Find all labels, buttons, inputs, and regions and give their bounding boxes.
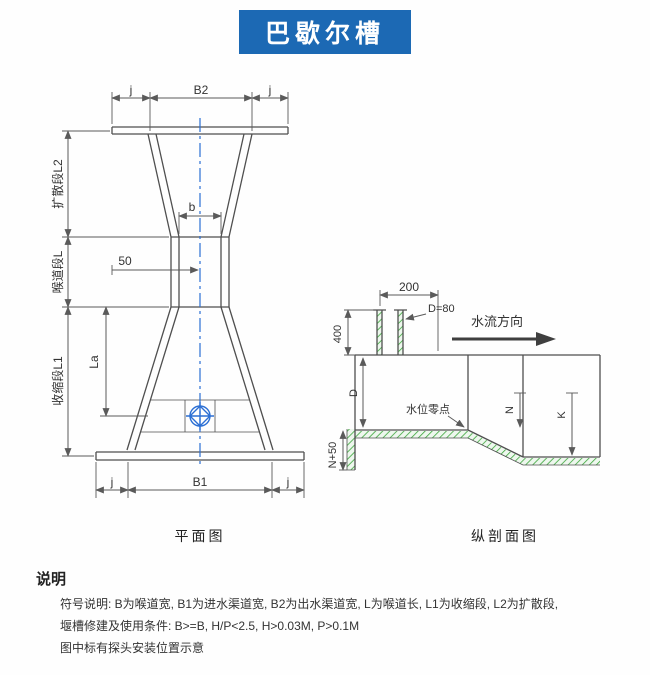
dim-d80: D=80 xyxy=(428,303,455,315)
dim-l2: 扩散段L2 xyxy=(50,159,65,209)
section-view-drawing: 200 D=80 400 水流方向 水位零点 D N xyxy=(327,280,601,544)
dim-n: N xyxy=(504,406,516,414)
dim-j-bottom-left: j xyxy=(110,475,114,489)
dim-50: 50 xyxy=(118,254,132,268)
notes: 说明 符号说明: B为喉道宽, B1为进水渠道宽, B2为出水渠道宽, L为喉道… xyxy=(0,568,650,655)
floor-hatch xyxy=(355,431,600,465)
dim-l: 喉道段L xyxy=(50,250,65,293)
dim-b1: B1 xyxy=(193,475,208,489)
notes-line-2: 堰槽修建及使用条件: B>=B, H/P<2.5, H>0.03M, P>0.1… xyxy=(60,619,360,633)
plan-view-drawing: j B2 j 扩散段L2 喉道段L 收缩段L1 b 50 La xyxy=(50,83,305,544)
dim-b: b xyxy=(189,200,196,214)
well-wall-hatch-left xyxy=(377,310,382,355)
dim-j-bottom-right: j xyxy=(286,475,290,489)
dim-n50: N+50 xyxy=(327,442,339,469)
notes-line-1: 符号说明: B为喉道宽, B1为进水渠道宽, B2为出水渠道宽, L为喉道长, … xyxy=(60,597,559,611)
dim-400: 400 xyxy=(332,325,344,343)
dim-d: D xyxy=(348,389,360,397)
dim-j-top-right: j xyxy=(268,83,272,97)
dim-j-top-left: j xyxy=(129,83,133,97)
title-banner: 巴歇尔槽 xyxy=(238,10,412,54)
flow-direction-label: 水流方向 xyxy=(471,314,523,329)
engineering-drawing: j B2 j 扩散段L2 喉道段L 收缩段L1 b 50 La xyxy=(50,83,601,544)
notes-heading: 说明 xyxy=(36,571,67,588)
dim-b2: B2 xyxy=(194,83,209,97)
probe-symbol xyxy=(186,402,214,430)
page-title: 巴歇尔槽 xyxy=(264,20,386,48)
flow-arrow-head xyxy=(536,332,556,346)
dim-la: La xyxy=(87,355,101,369)
left-wall-hatch xyxy=(347,429,355,470)
dim-l1: 收缩段L1 xyxy=(50,356,65,406)
notes-line-3: 图中标有探头安装位置示意 xyxy=(60,641,205,655)
zero-point-label: 水位零点 xyxy=(406,402,450,416)
plan-caption: 平面图 xyxy=(175,528,226,544)
dim-k: K xyxy=(556,411,568,419)
well-wall-hatch-right xyxy=(398,310,403,355)
section-caption: 纵剖面图 xyxy=(471,528,539,544)
dim-200: 200 xyxy=(399,280,419,294)
